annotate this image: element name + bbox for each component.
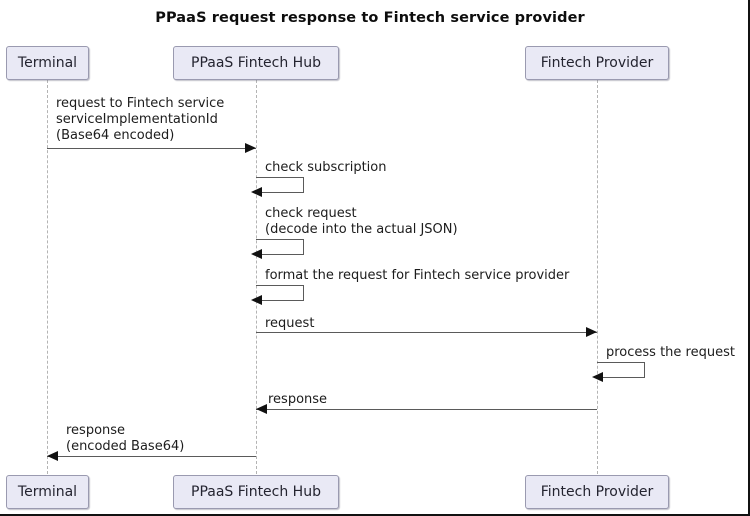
message-4-arrowhead [251,295,262,305]
lifeline-hub [256,80,257,474]
message-8-arrowhead [47,451,58,461]
message-5-label-line-1: request [265,316,315,331]
message-3-label-line-2: (decode into the actual JSON) [265,222,458,237]
message-5-arrowhead [586,327,597,337]
message-2-arrowhead [251,187,262,197]
message-3-self-loop [256,239,304,255]
message-2-self-loop [256,177,304,193]
message-3-arrowhead [251,249,262,259]
message-7-arrowhead [256,404,267,414]
participant-provider-bottom[interactable]: Fintech Provider [525,475,669,509]
lifeline-provider [597,80,598,474]
message-1-label-line-3: (Base64 encoded) [56,128,175,143]
message-8-label-line-2: (encoded Base64) [66,439,185,454]
participant-terminal-top[interactable]: Terminal [6,46,89,80]
page-title: PPaaS request response to Fintech servic… [155,10,585,26]
participant-hub-bottom[interactable]: PPaaS Fintech Hub [173,475,339,509]
message-6-label-line-1: process the request [606,345,735,360]
message-1-label-line-2: serviceImplementationId [56,112,218,127]
participant-hub-top-label: PPaaS Fintech Hub [191,55,321,71]
message-1-label-line-1: request to Fintech service [56,96,225,111]
message-8-label-line-1: response [66,423,126,438]
message-6-self-loop [597,362,645,378]
participant-hub-top[interactable]: PPaaS Fintech Hub [173,46,339,80]
participant-terminal-bottom[interactable]: Terminal [6,475,89,509]
message-1-arrowhead [245,143,256,153]
participant-hub-bottom-label: PPaaS Fintech Hub [191,484,321,500]
participant-provider-top[interactable]: Fintech Provider [525,46,669,80]
message-4-label-line-1: format the request for Fintech service p… [265,268,570,283]
message-4-self-loop [256,285,304,301]
message-5-arrow-line [256,332,597,333]
participant-terminal-top-label: Terminal [17,55,78,71]
message-7-arrow-line [256,409,597,410]
message-8-arrow-line [47,456,256,457]
participant-provider-bottom-label: Fintech Provider [540,484,654,500]
lifeline-terminal [47,80,48,474]
message-7-label-line-1: response [268,392,328,407]
participant-terminal-bottom-label: Terminal [17,484,78,500]
message-2-label-line-1: check subscription [265,160,387,175]
message-6-arrowhead [592,372,603,382]
message-3-label-line-1: check request [265,206,357,221]
message-1-arrow-line [47,148,256,149]
participant-provider-top-label: Fintech Provider [540,55,654,71]
